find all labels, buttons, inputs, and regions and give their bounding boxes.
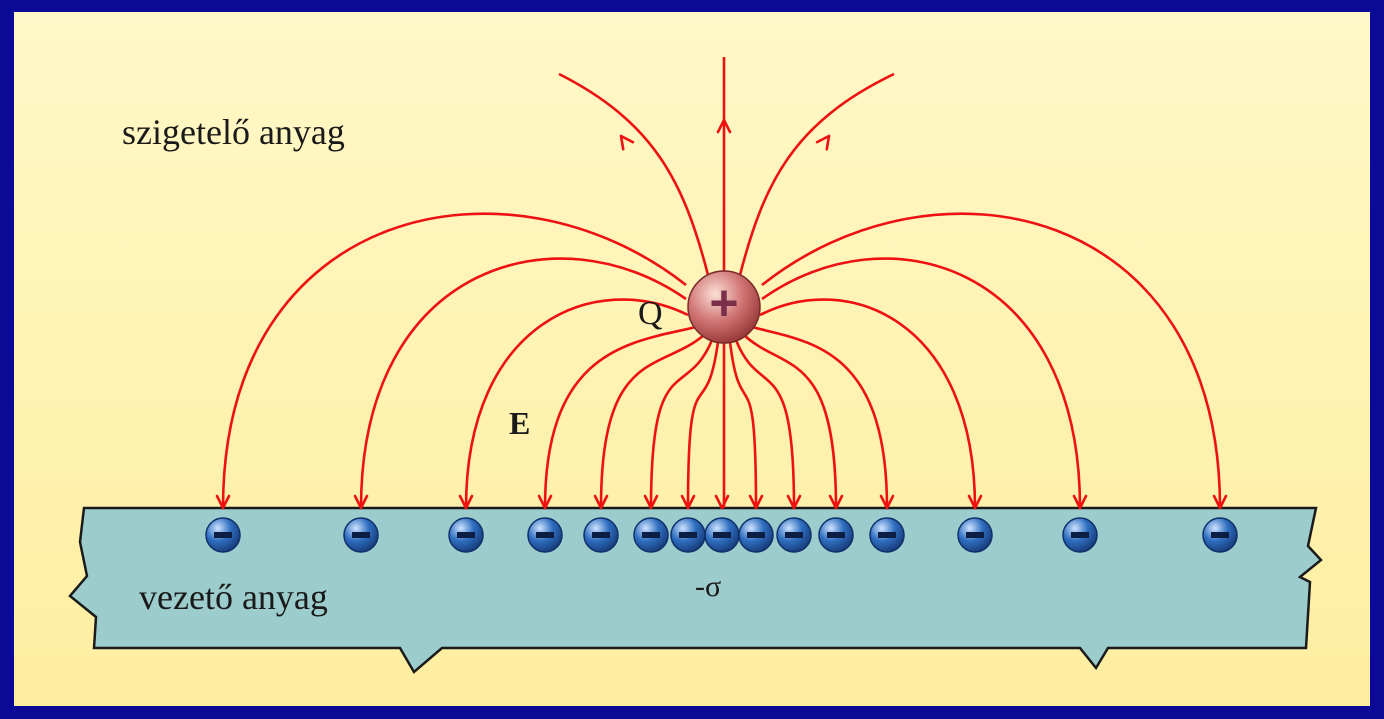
conductor-slab [68, 506, 1323, 674]
field-arrow-icon [1072, 494, 1088, 510]
field-line-up-right [738, 72, 895, 276]
field-arrow-icon [353, 494, 369, 510]
field-arrow-icon [716, 118, 732, 134]
field-line-11 [743, 334, 838, 509]
field-arrow-icon [458, 494, 474, 510]
field-arrow-icon [967, 494, 983, 510]
field-arrow-icon [714, 494, 730, 510]
field-arrow-icon [786, 494, 802, 510]
negative-charge [818, 517, 854, 553]
field-arrow-icon [879, 494, 895, 510]
negative-charge [869, 517, 905, 553]
field-line-9 [728, 341, 758, 509]
field-line-7 [686, 341, 720, 509]
minus-icon [457, 532, 475, 538]
minus-icon [878, 532, 896, 538]
negative-charge [1202, 517, 1238, 553]
minus-icon [1211, 532, 1229, 538]
minus-icon [592, 532, 610, 538]
field-arrow-icon [537, 494, 553, 510]
negative-charge [776, 517, 812, 553]
field-line-15 [761, 212, 1222, 509]
negative-charge [670, 517, 706, 553]
field-arrow-icon [593, 494, 609, 510]
surface-charge-label: -σ [695, 570, 721, 603]
negative-charge [738, 517, 774, 553]
field-line-up-left [558, 72, 710, 276]
minus-icon [827, 532, 845, 538]
field-line-3 [464, 298, 689, 509]
minus-icon [1071, 532, 1089, 538]
negative-charge [527, 517, 563, 553]
minus-icon [785, 532, 803, 538]
negative-charge [957, 517, 993, 553]
minus-icon [536, 532, 554, 538]
charge-label: Q [638, 295, 663, 332]
minus-icon [642, 532, 660, 538]
field-arrow-icon [748, 494, 764, 510]
negative-charge [1062, 517, 1098, 553]
field-line-4 [543, 325, 697, 509]
negative-charge [448, 517, 484, 553]
minus-icon [966, 532, 984, 538]
field-line-2 [359, 257, 687, 509]
negative-charge [633, 517, 669, 553]
field-arrow-icon [828, 494, 844, 510]
negative-charge [205, 517, 241, 553]
field-label: E [509, 405, 530, 441]
diagram-frame: + szigetelő anyag vezető anyag Q E -σ [14, 12, 1370, 706]
field-arrow-icon [215, 494, 231, 510]
field-arrow-icon [619, 134, 635, 151]
field-arrow-icon [643, 494, 659, 510]
field-line-5 [599, 334, 705, 509]
minus-icon [713, 532, 731, 538]
field-lines [215, 57, 1228, 510]
field-line-14 [761, 257, 1082, 509]
conductor-label: vezető anyag [139, 577, 328, 617]
negative-charge [704, 517, 740, 553]
minus-icon [747, 532, 765, 538]
negative-charges [205, 517, 1238, 553]
plus-icon: + [709, 275, 738, 331]
field-arrow-icon [1212, 494, 1228, 510]
field-arrow-icon [680, 494, 696, 510]
field-line-1 [221, 212, 687, 509]
minus-icon [352, 532, 370, 538]
field-lines-diagram: + szigetelő anyag vezető anyag Q E -σ [14, 12, 1370, 706]
minus-icon [214, 532, 232, 538]
negative-charge [583, 517, 619, 553]
positive-charge: + [687, 270, 761, 344]
negative-charge [343, 517, 379, 553]
field-line-6 [649, 339, 714, 509]
insulator-label: szigetelő anyag [122, 112, 345, 152]
field-line-13 [759, 298, 977, 509]
minus-icon [679, 532, 697, 538]
field-arrow-icon [815, 134, 831, 151]
field-line-12 [751, 325, 889, 509]
field-line-10 [734, 339, 796, 509]
